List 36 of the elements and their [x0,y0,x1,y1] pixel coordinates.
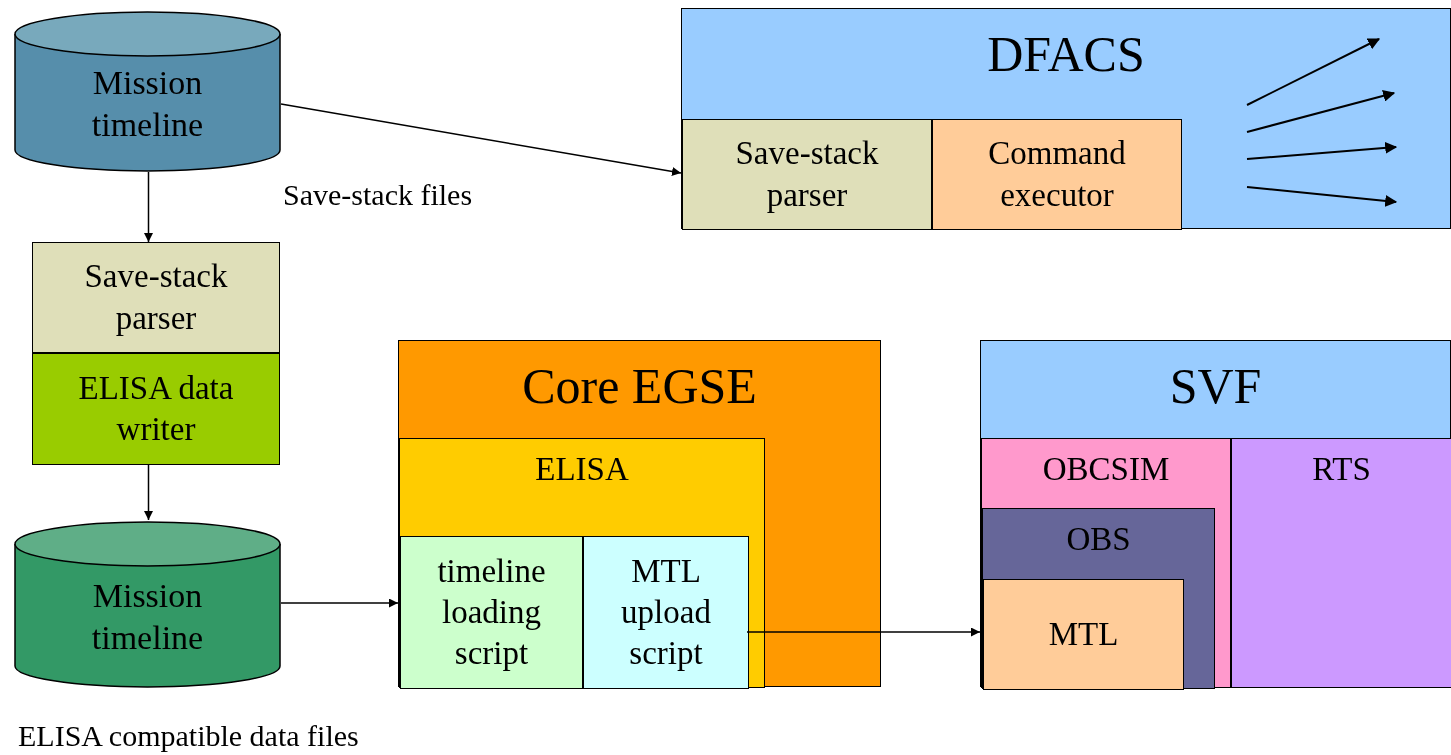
node-label: ELISA data writer [77,368,235,449]
node-label: timeline loading script [436,551,547,674]
arrow [280,103,682,176]
process-box [682,119,932,230]
data-files-note: ELISA compatible data files [18,718,359,754]
node-label: Command executor [987,134,1127,215]
node-label: Mission timeline [90,575,205,658]
system-panel [681,8,1451,229]
process-box [400,536,583,689]
panel-title: ELISA [535,450,629,489]
component-panel [982,508,1215,689]
arrow [746,627,981,637]
panel-title: RTS [1312,450,1371,489]
process-box [983,579,1184,690]
component-panel [981,438,1231,688]
process-box [32,242,280,353]
panel-title: Core EGSE [522,357,757,416]
component-panel [399,438,765,688]
panel-title: DFACS [987,25,1145,84]
system-panel [398,340,881,687]
panel-title: OBCSIM [1042,450,1170,489]
node-label: Save-stack parser [734,134,880,215]
panel-title: OBS [1066,520,1131,559]
node-label: Save-stack parser [83,257,229,338]
panel-title: SVF [1169,357,1262,416]
process-box [32,353,280,465]
process-box [932,119,1182,230]
component-panel [1231,438,1451,688]
arrow [144,464,153,521]
process-box [583,536,749,689]
system-panel [980,340,1451,687]
node-label: MTL upload script [620,551,712,674]
node-label: Mission timeline [90,62,205,145]
arrow [280,598,399,608]
node-label: MTL [1048,614,1119,654]
arrow [144,171,153,243]
